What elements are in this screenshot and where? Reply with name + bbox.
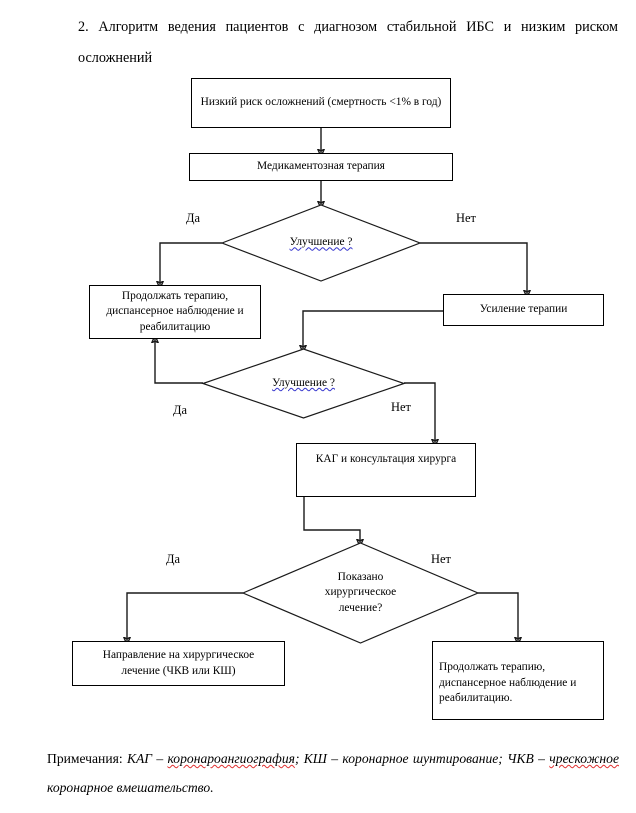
- edge-intensify-decision2: [303, 310, 443, 349]
- edge-label-decision2-yes: Да: [173, 403, 187, 417]
- node-continue1-line3: реабилитацию: [139, 320, 211, 333]
- edge-decision3-surgery: [127, 592, 243, 641]
- notes-seg2: ; КШ – коронарное шунтирование; ЧКВ –: [294, 751, 550, 766]
- notes-seg3: коронарное вмешательство.: [47, 780, 214, 795]
- edge-label-decision3-no: Нет: [431, 552, 451, 566]
- node-decision1[interactable]: Улучшение ?: [220, 204, 422, 282]
- decision2-shape: [201, 348, 406, 419]
- node-surgery-line2: лечение (ЧКВ или КШ): [121, 664, 236, 677]
- node-kag-label: КАГ и консультация хирурга: [315, 453, 457, 465]
- edge-decision1-intensify: [420, 242, 527, 294]
- decision1-shape: [220, 204, 422, 282]
- node-continue1-line2: диспансерное наблюдение и: [106, 305, 244, 318]
- edge-decision2-continue1: [155, 339, 203, 384]
- notes-term-kag: коронароангиография: [167, 751, 295, 766]
- edge-label-decision1-yes: Да: [186, 211, 200, 225]
- node-therapy[interactable]: Медикаментозная терапия: [189, 153, 453, 181]
- edge-decision1-continue1: [160, 242, 222, 285]
- page-heading: 2. Алгоритм ведения пациентов с диагнозо…: [78, 19, 618, 66]
- node-kag[interactable]: КАГ и консультация хирурга: [296, 443, 476, 497]
- edge-label-decision2-no: Нет: [391, 400, 411, 414]
- node-surgery[interactable]: Направление на хирургическое лечение (ЧК…: [72, 641, 285, 686]
- notes-paragraph: Примечания: КАГ – коронароангиография; К…: [47, 744, 619, 802]
- notes-term-chkv: чрескожное: [549, 751, 619, 766]
- edge-decision3-continue2: [478, 592, 518, 641]
- edge-kag-decision3: [303, 497, 360, 543]
- node-continue1[interactable]: Продолжать терапию, диспансерное наблюде…: [89, 285, 261, 339]
- node-continue2-line1: Продолжать терапию,: [439, 661, 546, 674]
- notes-lead: Примечания:: [47, 751, 127, 766]
- edge-label-decision1-no: Нет: [456, 211, 476, 225]
- node-continue2-line2: диспансерное наблюдение и: [439, 676, 577, 689]
- decision3-shape: [241, 542, 480, 644]
- node-start[interactable]: Низкий риск осложнений (смертность <1% в…: [191, 78, 451, 128]
- edge-label-decision3-yes: Да: [166, 552, 180, 566]
- node-intensify-label: Усиление терапии: [479, 303, 568, 316]
- notes-seg1: КАГ –: [126, 751, 168, 766]
- node-decision2[interactable]: Улучшение ?: [201, 348, 406, 419]
- node-therapy-label: Медикаментозная терапия: [257, 160, 385, 173]
- node-start-label: Низкий риск осложнений (смертность <1% в…: [200, 96, 442, 109]
- node-continue2[interactable]: Продолжать терапию, диспансерное наблюде…: [432, 641, 604, 720]
- node-continue1-line1: Продолжать терапию,: [121, 289, 229, 302]
- node-intensify[interactable]: Усиление терапии: [443, 294, 604, 326]
- edge-decision2-kag: [404, 382, 435, 443]
- node-surgery-line1: Направление на хирургическое: [102, 649, 255, 661]
- node-continue2-line3: реабилитацию.: [439, 692, 513, 705]
